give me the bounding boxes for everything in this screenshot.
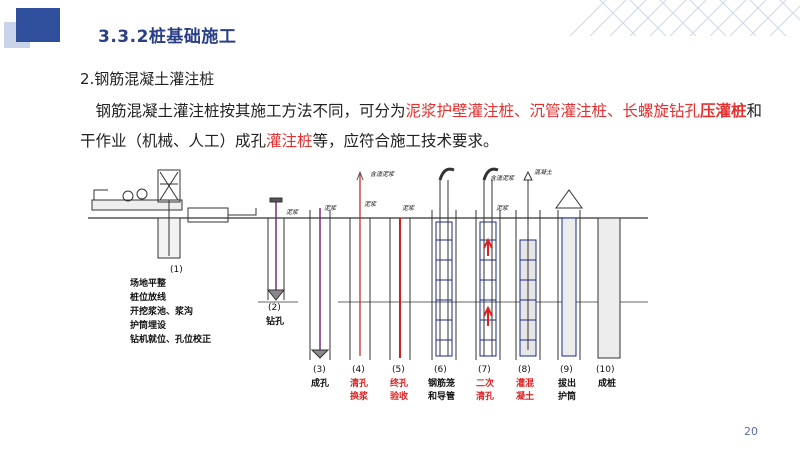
step-1-number: (1)	[170, 265, 183, 275]
para-text-2: 和干作业（机械、人工）成孔	[80, 102, 763, 150]
step-9-number: (9)	[560, 365, 573, 375]
para-highlight-1: 泥浆护壁灌注桩、沉管灌注桩、长螺旋钻孔	[405, 102, 701, 120]
step-3-number: (3)	[313, 365, 326, 375]
corner-accent-dark	[16, 8, 60, 42]
para-text-3: 等，应符合施工技术要求。	[312, 132, 499, 150]
annotation-6: 含渣泥浆	[490, 174, 515, 182]
para-highlight-3: 灌注桩	[266, 132, 313, 150]
step-7-number: (7)	[478, 365, 491, 375]
annotation-1: 泥浆	[286, 208, 299, 216]
drilling-rig	[91, 169, 257, 259]
para-highlight-2: 压灌桩	[700, 102, 747, 120]
step-8-number: (8)	[518, 365, 531, 375]
step-4-line-1: 清孔	[350, 377, 368, 389]
step-6-line-1: 钢筋笼	[428, 377, 455, 389]
step-5-line-2: 验收	[390, 390, 408, 402]
borehole-5	[389, 218, 411, 360]
step-2-number: (2)	[268, 303, 281, 313]
borehole-7	[475, 167, 501, 360]
step-8-line-2: 凝土	[516, 390, 534, 402]
step-4-line-2: 换浆	[350, 390, 369, 402]
step-5-number: (5)	[392, 365, 405, 375]
annotation-7: 泥浆	[496, 204, 509, 212]
step-9-line-2: 护筒	[558, 390, 576, 402]
step-3-line-1: 成孔	[311, 377, 329, 389]
borehole-4	[349, 170, 371, 360]
step-7-line-1: 二次	[476, 377, 494, 389]
para-text-1: 钢筋混凝土灌注桩按其施工方法不同，可分为	[95, 102, 406, 120]
step-6-line-2: 和导管	[427, 390, 455, 402]
borehole-9	[555, 189, 583, 360]
step-10-number: (10)	[596, 365, 614, 375]
annotation-5: 泥浆	[402, 204, 415, 212]
borehole-3	[309, 208, 331, 360]
corner-pattern	[570, 0, 800, 36]
step-10-line-1: 成桩	[598, 377, 616, 389]
step-4-number: (4)	[352, 365, 365, 375]
step-1-line-3: 开挖浆池、浆沟	[130, 305, 193, 317]
annotation-4: 泥浆	[364, 200, 377, 208]
step-8-line-1: 灌混	[516, 377, 534, 389]
step-2-line-1: 钻孔	[266, 315, 284, 327]
body-paragraph: 钢筋混凝土灌注桩按其施工方法不同，可分为泥浆护壁灌注桩、沉管灌注桩、长螺旋钻孔压…	[80, 96, 770, 156]
step-1-line-4: 护筒埋设	[130, 319, 167, 331]
borehole-2	[266, 197, 286, 301]
borehole-10	[597, 217, 621, 359]
borehole-6	[431, 167, 457, 360]
step-1-line-1: 场地平整	[130, 277, 166, 289]
construction-process-diagram: (1) 场地平整 桩位放线 开挖浆池、浆沟 护筒埋设 钻机就位、孔位校正 (2)…	[88, 167, 648, 402]
step-9-line-1: 拔出	[558, 377, 576, 389]
annotation-3: 含渣泥浆	[370, 170, 395, 178]
step-1-line-2: 桩位放线	[130, 291, 166, 303]
step-1-line-5: 钻机就位、孔位校正	[130, 333, 211, 345]
subheading: 2.钢筋混凝土灌注桩	[80, 70, 215, 88]
annotation-2: 泥浆	[324, 204, 337, 212]
page-number: 20	[744, 425, 758, 438]
annotation-8: 混凝土	[534, 168, 553, 176]
borehole-8	[515, 170, 541, 360]
step-5-line-1: 终孔	[389, 377, 408, 389]
step-6-number: (6)	[434, 365, 447, 375]
step-7-line-2: 清孔	[476, 390, 494, 402]
slide-title: 3.3.2桩基础施工	[98, 27, 237, 47]
